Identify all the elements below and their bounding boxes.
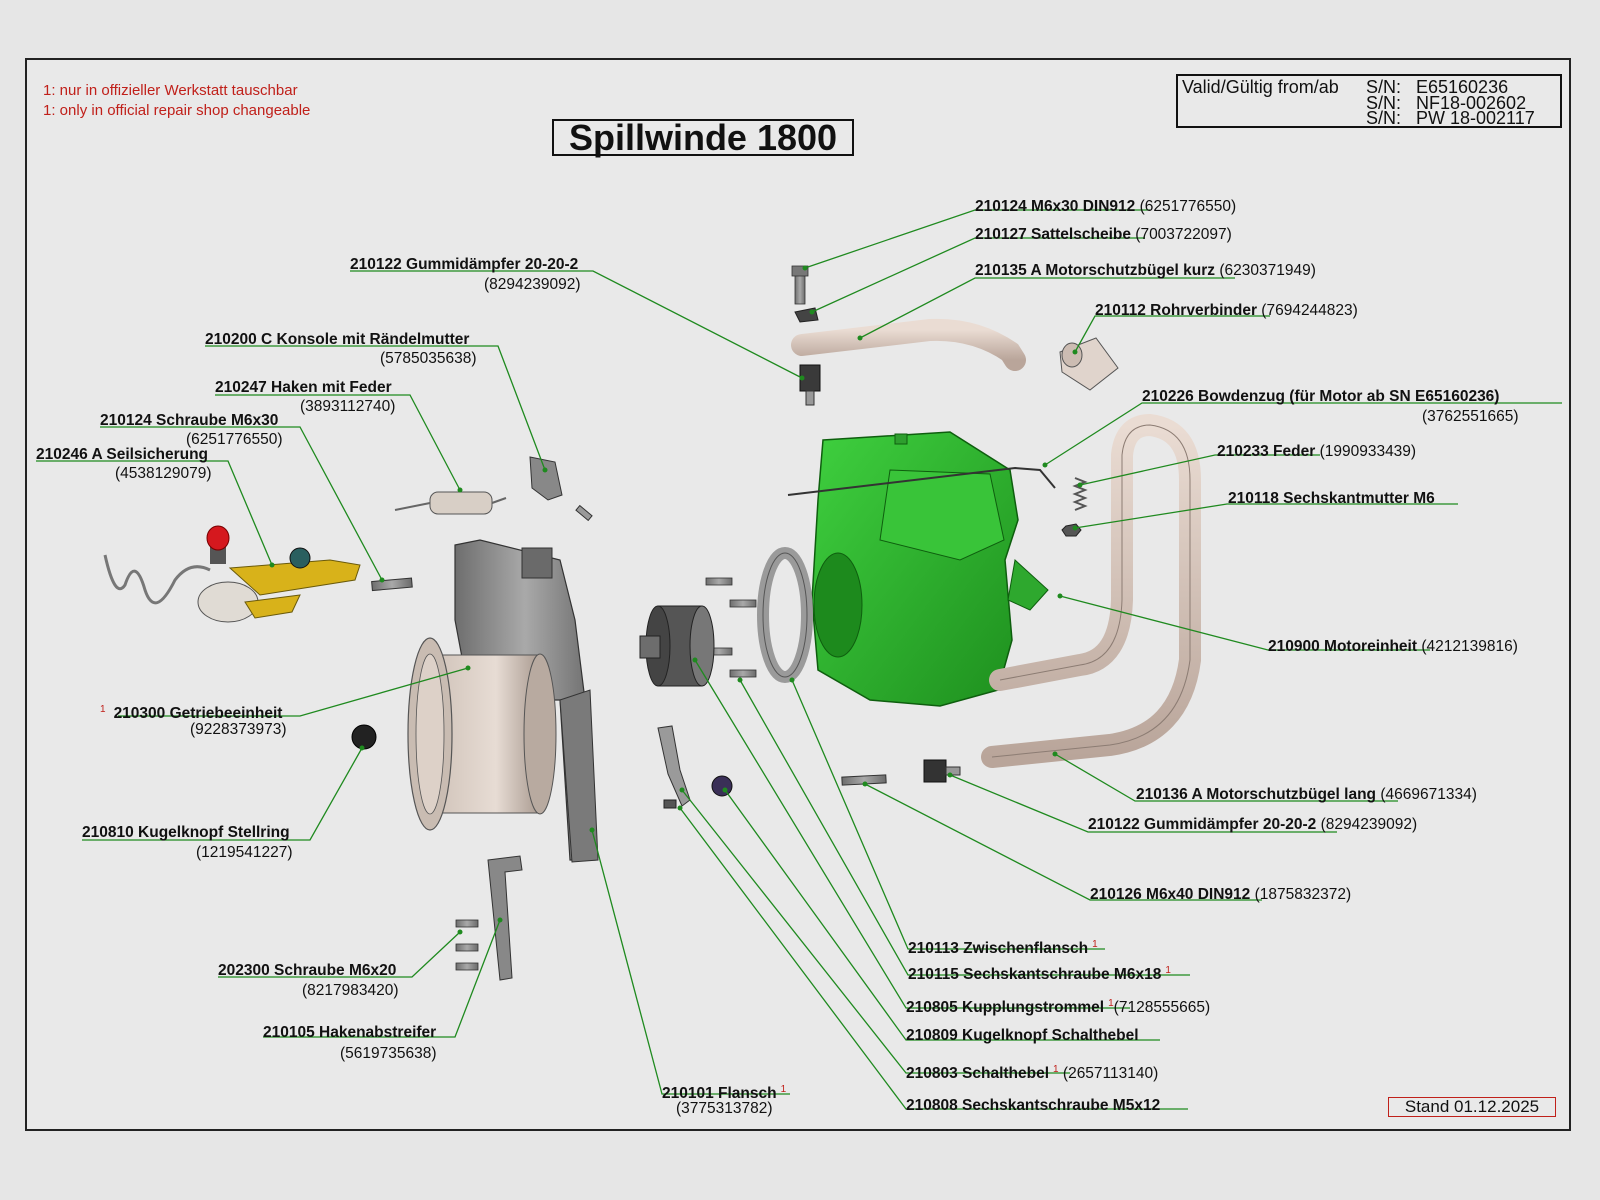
label-210246a-seilsicherung: 210246 A Seilsicherung: [36, 446, 209, 463]
ball-knob-ring-part: [351, 724, 377, 750]
label-210810-kugelknopf-stellring: 210810 Kugelknopf Stellring: [82, 824, 290, 841]
label-210122-gummidaempfer-bottom: 210122 Gummidämpfer 20-20-2 (8294239092): [1088, 816, 1418, 833]
label-210226-bowdenzug: 210226 Bowdenzug (für Motor ab SN E65160…: [1142, 388, 1500, 405]
bowden-cable-part: [787, 466, 1056, 496]
screw-m6x30-left-part: [371, 577, 413, 592]
label-210118-sechskantmutter: 210118 Sechskantmutter M6: [1228, 490, 1435, 507]
label-210122-gummidaempfer-top: 210122 Gummidämpfer 20-20-2: [350, 256, 579, 273]
label-210247-haken-mit-feder: 210247 Haken mit Feder: [215, 379, 392, 396]
label-210126-m6x40-din912: 210126 M6x40 DIN912 (1875832372): [1090, 886, 1352, 903]
validity-prefix: S/N:: [1366, 77, 1402, 97]
validity-box: Valid/Gültig from/ab S/N: E65160236 S/N:…: [1176, 74, 1562, 128]
label-210135a-motorschutzbuegel-kurz: 210135 A Motorschutzbügel kurz (62303719…: [975, 262, 1316, 279]
label-210122-top-code: (8294239092): [484, 276, 581, 293]
label-210226-code: (3762551665): [1422, 408, 1519, 425]
label-210809-kugelknopf-schalthebel: 210809 Kugelknopf Schalthebel: [906, 1027, 1139, 1044]
label-210112-rohrverbinder: 210112 Rohrverbinder (7694244823): [1095, 302, 1358, 319]
hook-with-spring-part: [394, 491, 507, 515]
long-guard-outline: [991, 424, 1191, 758]
label-210127-sattelscheibe: 210127 Sattelscheibe (7003722097): [975, 226, 1232, 243]
label-210247-code: (3893112740): [300, 398, 396, 415]
label-202300-code: (8217983420): [302, 982, 399, 999]
label-210105-code: (5619735638): [340, 1045, 437, 1062]
leader-arrowheads: [269, 265, 1083, 935]
gear-unit-part: [407, 637, 557, 831]
bolt-m6x30-top-part: [791, 265, 819, 323]
label-202300-schraube-m6x20: 202300 Schraube M6x20: [218, 962, 397, 979]
label-210136a-motorschutzbuegel-lang: 210136 A Motorschutzbügel lang (46696713…: [1136, 786, 1477, 803]
rubber-damper-top-part: [799, 364, 821, 406]
label-210810-code: (1219541227): [196, 844, 293, 861]
tube-connector-part: [1059, 337, 1119, 391]
validity-serial: PW 18-002117: [1416, 108, 1535, 128]
drawing-sheet: [25, 58, 1571, 1131]
label-210300-code: (9228373973): [190, 721, 287, 738]
hex-nut-part: [1061, 523, 1082, 537]
motor-unit-part: [811, 431, 1049, 707]
note-en: 1: only in official repair shop changeab…: [43, 102, 311, 119]
hex-screw-m5x12-part: [663, 799, 677, 809]
ball-knob-shift-part: [711, 775, 733, 797]
hook-stripper-part: [487, 855, 523, 981]
validity-prefix: S/N:: [1366, 93, 1402, 113]
validity-serial: E65160236: [1416, 77, 1509, 97]
validity-prefix: S/N:: [1366, 108, 1402, 128]
label-210808-sechskantschraube-m5x12: 210808 Sechskantschraube M5x12: [906, 1097, 1161, 1114]
stand-date: Stand 01.12.2025: [1388, 1097, 1556, 1117]
label-210200c-konsole: 210200 C Konsole mit Rändelmutter: [205, 331, 470, 348]
short-guard-part: [791, 318, 1026, 371]
clutch-drum-part: [639, 605, 715, 687]
validity-label: Valid/Gültig from/ab: [1182, 77, 1339, 97]
label-210246a-code: (4538129079): [115, 465, 212, 482]
hex-screws-m6x18-part: [705, 577, 757, 678]
label-210105-hakenabstreifer: 210105 Hakenabstreifer: [263, 1024, 437, 1041]
rope-safety-part: [103, 525, 361, 623]
screws-m6x20-part: [455, 919, 479, 971]
label-210101-code: (3775313782): [676, 1100, 773, 1117]
console-pin-part: [575, 504, 593, 522]
drawing-title: Spillwinde 1800: [552, 119, 854, 156]
leader-lines: [36, 209, 1562, 1110]
label-210124-schraube-m6x30: 210124 Schraube M6x30: [100, 412, 279, 429]
console-part: [529, 456, 563, 501]
validity-serial: NF18-002602: [1416, 93, 1527, 113]
label-210124-left-code: (6251776550): [186, 431, 283, 448]
note-de: 1: nur in offizieller Werkstatt tauschba…: [43, 82, 298, 99]
rubber-damper-bottom-part: [923, 759, 961, 783]
label-210200c-code: (5785035638): [380, 350, 477, 367]
label-210900-motoreinheit: 210900 Motoreinheit (4212139816): [1268, 638, 1518, 655]
label-210233-feder: 210233 Feder (1990933439): [1217, 443, 1417, 460]
label-210124-m6x30-din912: 210124 M6x30 DIN912 (6251776550): [975, 198, 1237, 215]
